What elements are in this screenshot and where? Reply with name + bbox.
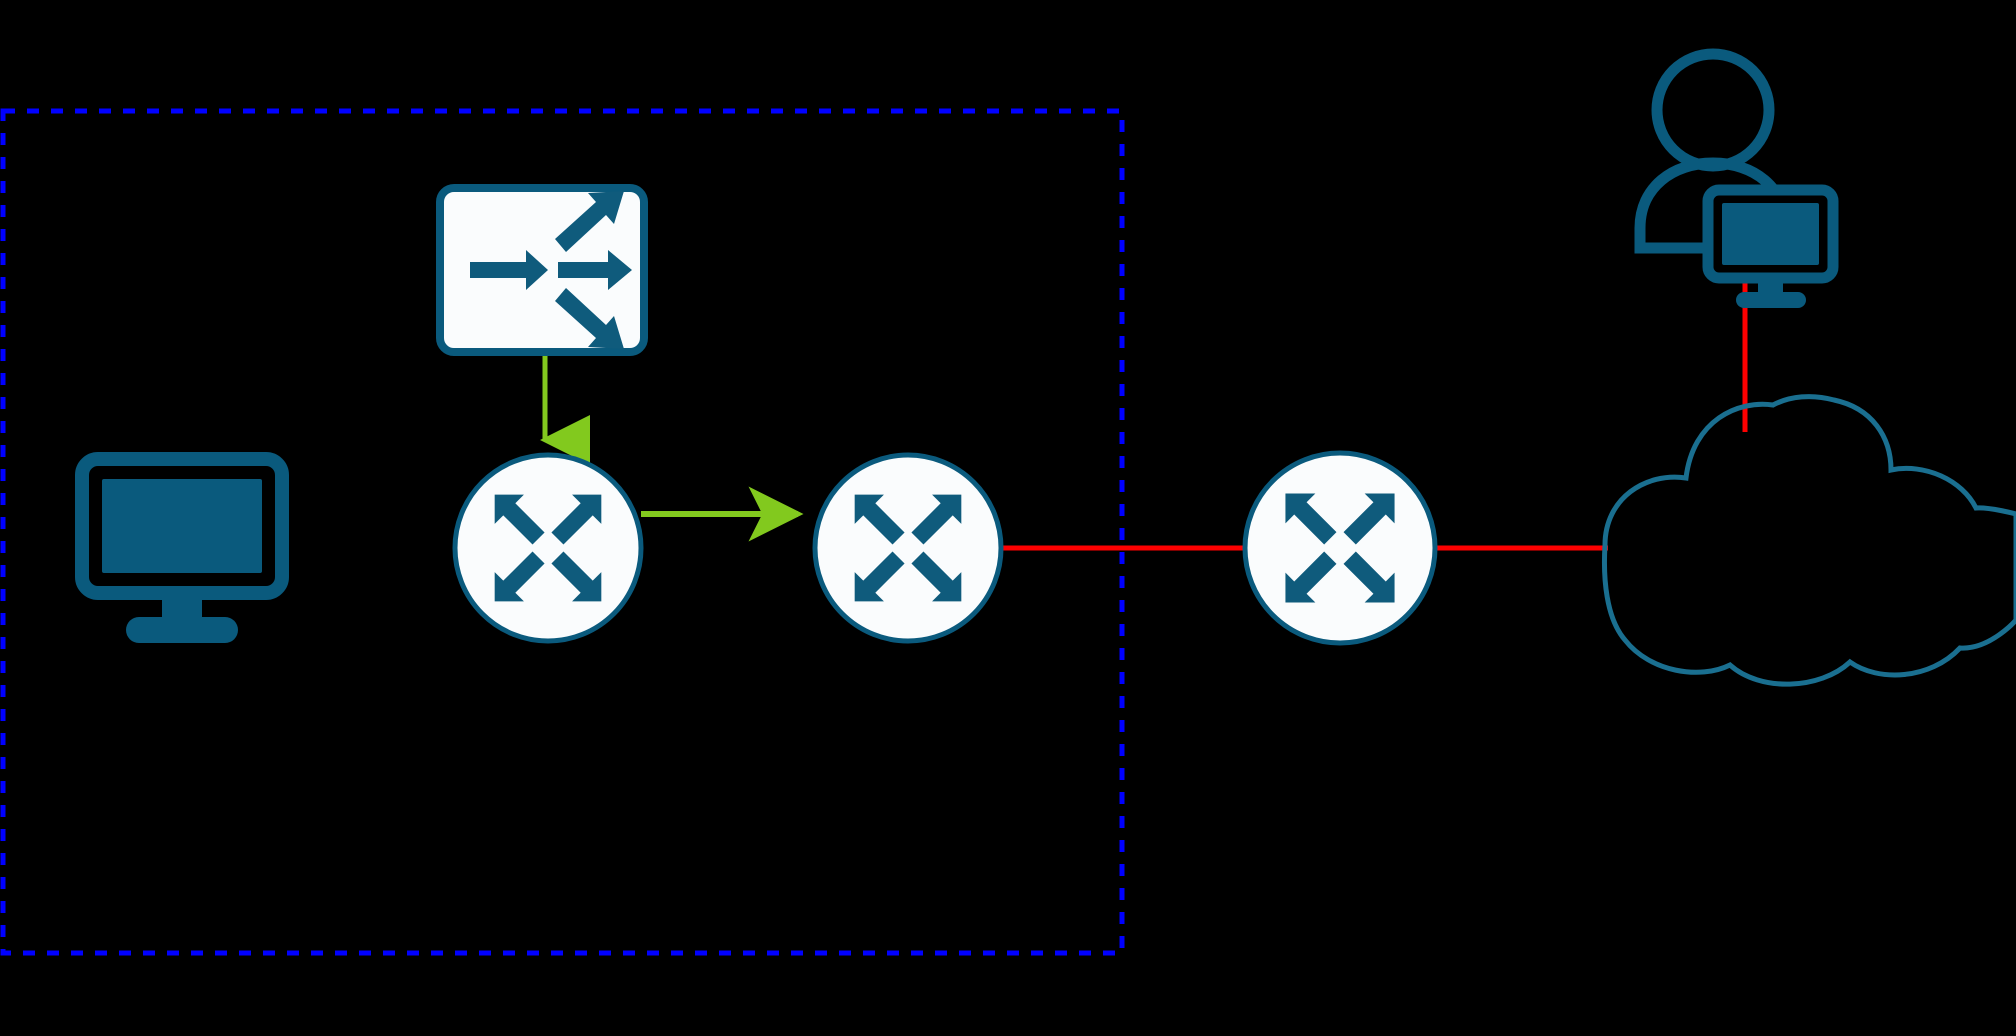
router-circle	[452, 452, 644, 644]
switch-outbound-arrow-up	[555, 191, 624, 252]
monitor-icon[interactable]	[75, 452, 289, 643]
monitor-screen	[102, 479, 262, 573]
switch-outbound-arrow-right	[558, 250, 632, 290]
user-monitor-neck	[1758, 278, 1783, 295]
switch-outbound-arrow-down	[555, 288, 624, 349]
switch-icon[interactable]	[436, 184, 648, 356]
cloud-icon[interactable]	[1601, 394, 2016, 687]
cloud-outline	[1601, 394, 2016, 687]
monitor-base	[126, 617, 238, 643]
switch-inbound-arrow	[470, 250, 548, 290]
dashed-boundary-region	[0, 108, 1125, 956]
router-circle	[812, 452, 1004, 644]
router-icon[interactable]	[812, 452, 1004, 644]
user-monitor-base	[1736, 292, 1806, 308]
user-monitor-screen	[1722, 203, 1819, 265]
router-icon[interactable]	[1242, 450, 1438, 646]
user-with-computer-icon[interactable]	[1634, 48, 1839, 308]
router-circle	[1242, 450, 1438, 646]
router-icon[interactable]	[452, 452, 644, 644]
